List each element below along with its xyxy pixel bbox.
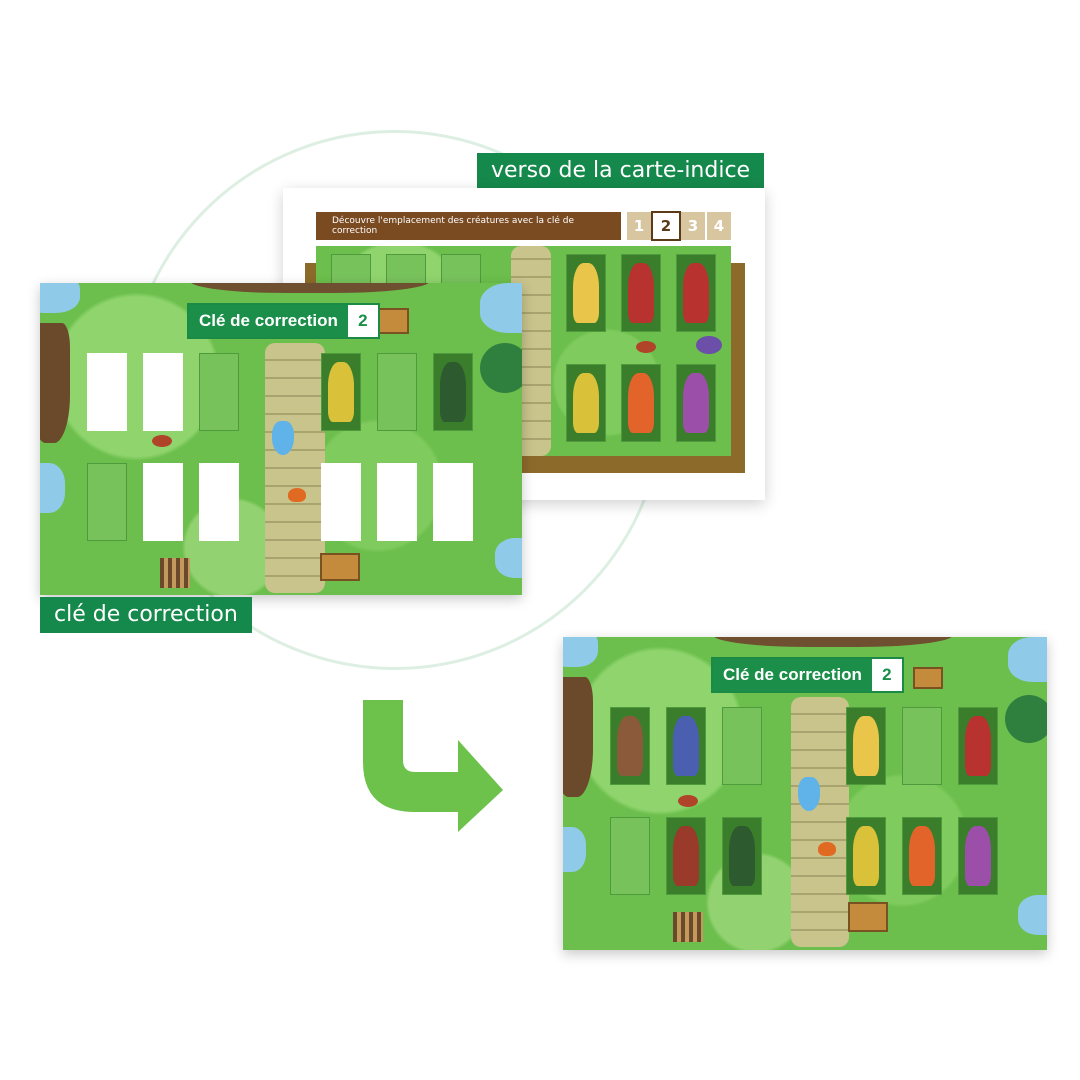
key-number: 2 [347, 305, 378, 337]
creature-slot [958, 707, 998, 785]
creature-slot [666, 707, 706, 785]
naga-creature-icon [572, 263, 600, 323]
key-title: Clé de correction [189, 305, 348, 337]
tree-trunk [40, 323, 70, 443]
result-number: 2 [871, 659, 902, 691]
creature-slot [566, 254, 606, 332]
creature-slot [902, 817, 942, 895]
creature-slot [566, 364, 606, 442]
result-title: Clé de correction [713, 659, 872, 691]
phoenix-creature-icon [908, 826, 936, 886]
step-1: 1 [627, 212, 651, 240]
elf-creature-icon [728, 826, 756, 886]
step-3: 3 [681, 212, 705, 240]
meat-icon [678, 795, 698, 807]
serpent-creature-icon [572, 373, 600, 433]
slot [331, 254, 371, 284]
serpent-creature-icon [327, 362, 355, 422]
window-slot [87, 353, 127, 431]
step-4: 4 [707, 212, 731, 240]
crystal-icon [798, 777, 820, 811]
window-slot [143, 353, 183, 431]
window-slot [199, 463, 239, 541]
demon-creature-icon [627, 263, 655, 323]
sky-patch [480, 283, 522, 333]
grass-slot [87, 463, 127, 541]
slot [386, 254, 426, 284]
crate-icon [848, 902, 888, 932]
key-title-box: Clé de correction 2 [187, 303, 380, 339]
creature-slot [846, 817, 886, 895]
creature-slot [722, 817, 762, 895]
slot [441, 254, 481, 284]
watermelon-icon [636, 341, 656, 353]
naga-creature-icon [672, 716, 700, 776]
grass-slot [902, 707, 942, 785]
result-board: Clé de correction 2 [563, 637, 1047, 950]
grass-slot [722, 707, 762, 785]
window-slot [143, 463, 183, 541]
stone-path [791, 697, 849, 947]
sky-patch [1008, 637, 1047, 682]
sky-patch [563, 827, 586, 872]
window-slot-elf [433, 353, 473, 431]
sky-patch [563, 637, 598, 667]
crate-icon [320, 553, 360, 581]
demon-creature-icon [964, 716, 992, 776]
elf-creature-icon [439, 362, 467, 422]
grass-slot [610, 817, 650, 895]
dwarf-creature-icon [672, 826, 700, 886]
chest-icon [375, 308, 409, 334]
lamia-creature-icon [852, 716, 880, 776]
bridge-icon [160, 558, 190, 588]
arrow-turn-right-icon [363, 700, 503, 832]
sky-patch [1018, 895, 1047, 935]
window-slot [433, 463, 473, 541]
centaur-creature-icon [964, 826, 992, 886]
creature-slot [958, 817, 998, 895]
demon-creature-icon [682, 263, 710, 323]
tree-roots [190, 283, 430, 293]
bridge-icon [673, 912, 703, 942]
result-title-box: Clé de correction 2 [711, 657, 904, 693]
window-slot-naga [321, 353, 361, 431]
centaur-creature-icon [682, 373, 710, 433]
grass-slot [199, 353, 239, 431]
fox-icon [818, 842, 836, 856]
creature-slot [621, 254, 661, 332]
step-2-active: 2 [651, 211, 681, 241]
grass-slot [377, 353, 417, 431]
bush-icon [480, 343, 522, 393]
sky-patch [40, 283, 80, 313]
window-slot [321, 463, 361, 541]
window-slot [377, 463, 417, 541]
creature-slot [846, 707, 886, 785]
minotaur-creature-icon [616, 716, 644, 776]
serpent-creature-icon [852, 826, 880, 886]
creature-slot [621, 364, 661, 442]
berries-icon [696, 336, 722, 354]
creature-slot [610, 707, 650, 785]
fox-icon [288, 488, 306, 502]
sky-patch [40, 463, 65, 513]
phoenix-creature-icon [627, 373, 655, 433]
creature-slot [666, 817, 706, 895]
instruction-bar: Découvre l'emplacement des créatures ave… [316, 212, 621, 240]
sky-patch [495, 538, 522, 578]
tree-roots [713, 637, 953, 647]
key-card: Clé de correction 2 [40, 283, 522, 595]
chest-icon [913, 667, 943, 689]
creature-slot [676, 254, 716, 332]
tree-trunk [563, 677, 593, 797]
creature-slot [676, 364, 716, 442]
verso-label: verso de la carte-indice [477, 153, 765, 189]
crystal-icon [272, 421, 294, 455]
bush-icon [1005, 695, 1047, 743]
meat-icon [152, 435, 172, 447]
key-label: clé de correction [40, 597, 252, 633]
stone-path [265, 343, 325, 593]
